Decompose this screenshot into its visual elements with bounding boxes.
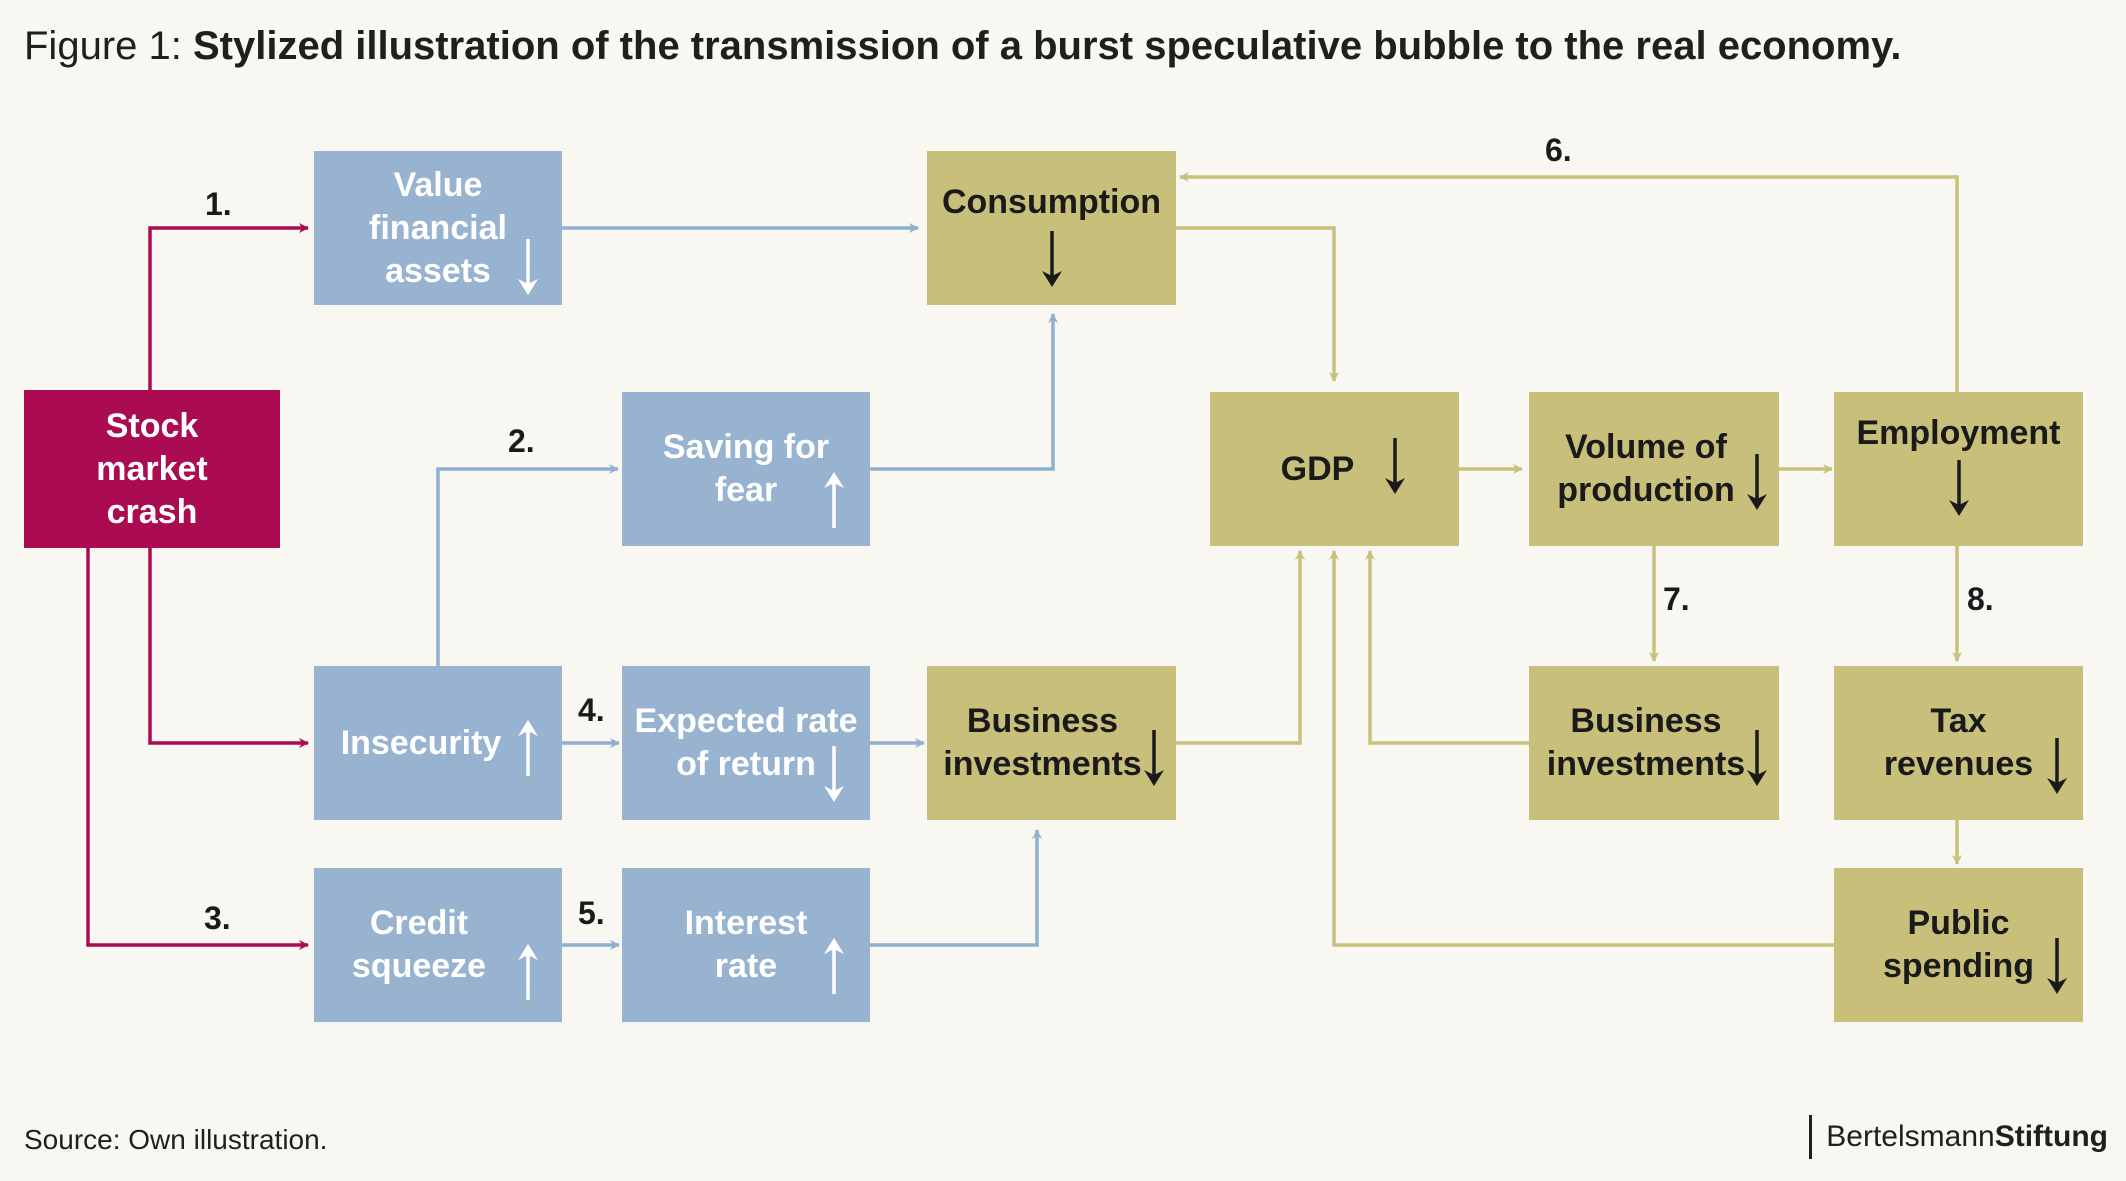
arrow-up-icon <box>824 472 844 528</box>
step-label-3: 3. <box>204 900 231 936</box>
node-volume-of-production: Volume of production <box>1529 392 1779 546</box>
arrow-down-icon <box>2047 738 2067 794</box>
arrow-down-icon <box>1385 438 1405 494</box>
node-credit-squeeze-label: Credit squeeze <box>351 904 487 985</box>
arrow-up-icon <box>518 720 538 776</box>
node-credit-squeeze: Credit squeeze <box>314 868 562 1022</box>
step-label-2: 2. <box>508 423 535 459</box>
node-expected-rate-of-return: Expected rate of return <box>622 666 870 820</box>
node-public-spending-label: Public spending <box>1882 904 2035 985</box>
node-tax-revenues: Tax revenues <box>1834 666 2083 820</box>
figure-title-prefix: Figure 1: <box>24 24 182 68</box>
arrow-down-icon <box>824 746 844 802</box>
arrow-down-icon <box>2047 938 2067 994</box>
node-business-investments-left: Business investments <box>927 666 1176 820</box>
step-label-7: 7. <box>1663 581 1690 617</box>
step-label-8: 8. <box>1967 581 1994 617</box>
node-tax-revenues-label: Tax revenues <box>1883 702 2034 783</box>
node-interest-rate: Interest rate <box>622 868 870 1022</box>
node-business-investments-right: Business investments <box>1529 666 1779 820</box>
logo-part-2: Stiftung <box>1994 1120 2108 1153</box>
node-stock-market-crash-label: Stock market crash <box>96 406 208 531</box>
arrow-down-icon <box>518 239 538 295</box>
node-gdp: GDP <box>1210 392 1459 546</box>
link-employment-to-consumption <box>1179 172 1959 392</box>
node-business-investments-right-label: Business investments <box>1546 702 1746 783</box>
arrow-down-icon <box>1042 231 1062 287</box>
node-saving-for-fear: Saving for fear <box>622 392 870 546</box>
node-interest-rate-label: Interest rate <box>684 904 808 985</box>
arrow-down-icon <box>1949 460 1969 516</box>
node-insecurity-label: Insecurity <box>340 723 502 762</box>
node-employment-label: Employment <box>1856 414 2061 452</box>
node-insecurity: Insecurity <box>314 666 562 820</box>
figure-title-text: Stylized illustration of the transmissio… <box>192 24 1902 68</box>
step-label-5: 5. <box>578 895 605 931</box>
node-volume-of-production-label: Volume of production <box>1557 428 1735 509</box>
link-consumption-to-gdp <box>1176 226 1339 382</box>
link-crash-to-insecurity <box>148 548 309 748</box>
node-employment: Employment <box>1834 392 2083 546</box>
node-saving-for-fear-label: Saving for fear <box>662 428 830 509</box>
arrow-down-icon <box>1747 454 1767 510</box>
link-business-invest-2-to-gdp <box>1365 550 1529 745</box>
step-label-4: 4. <box>578 692 605 728</box>
node-public-spending: Public spending <box>1834 868 2083 1022</box>
node-consumption: Consumption <box>927 151 1176 305</box>
node-consumption-label: Consumption <box>941 183 1162 221</box>
link-crash-to-credit-squeeze <box>86 548 309 950</box>
link-business-invest-to-gdp <box>1176 550 1305 745</box>
node-gdp-label: GDP <box>1280 449 1355 488</box>
node-stock-market-crash: Stock market crash <box>24 390 280 548</box>
node-value-financial-assets: Value financial assets <box>314 151 562 305</box>
step-label-6: 6. <box>1545 132 1572 168</box>
bertelsmann-stiftung-logo: BertelsmannStiftung <box>1809 1115 2108 1159</box>
step-label-1: 1. <box>205 186 232 222</box>
node-value-financial-assets-label: Value financial assets <box>369 165 507 290</box>
link-public-spending-to-gdp <box>1329 550 1834 947</box>
link-crash-to-value-assets <box>148 223 309 390</box>
arrow-up-icon <box>824 938 844 994</box>
link-saving-to-consumption <box>870 313 1058 471</box>
link-interest-to-business-invest <box>870 829 1042 947</box>
logo-part-1: Bertelsmann <box>1826 1120 1995 1153</box>
node-expected-rate-of-return-label: Expected rate of return <box>634 702 858 783</box>
source-note: Source: Own illustration. <box>24 1124 328 1155</box>
node-business-investments-left-label: Business investments <box>943 702 1142 783</box>
arrow-down-icon <box>1747 730 1767 786</box>
figure-title: Figure 1: Stylized illustration of the t… <box>24 16 2104 76</box>
link-insecurity-to-saving <box>436 464 619 666</box>
arrow-up-icon <box>518 944 538 1000</box>
arrow-down-icon <box>1144 730 1164 786</box>
